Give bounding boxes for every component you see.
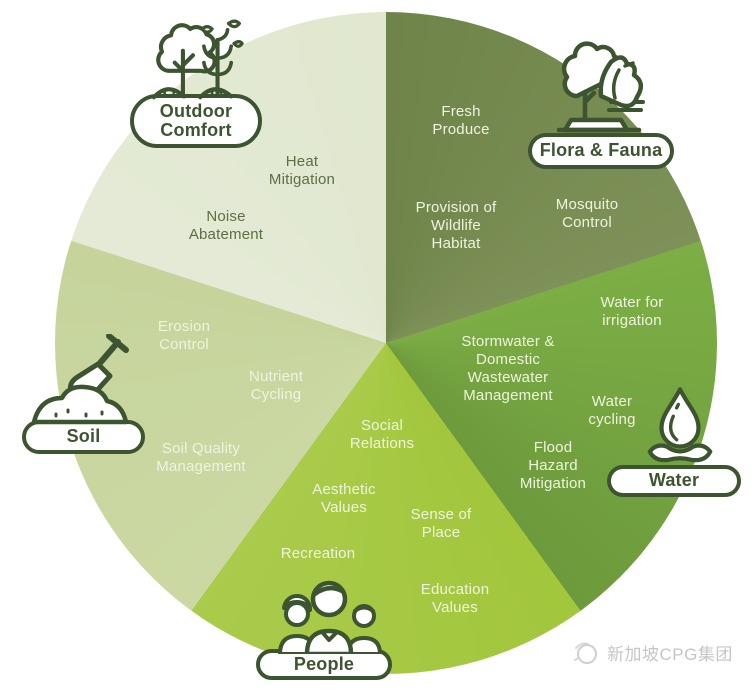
label-mosquito-control: Mosquito Control: [555, 196, 619, 231]
cpg-logo-icon: [572, 638, 600, 666]
label-heat-mitigation: Heat Mitigation: [268, 153, 336, 188]
people-group-icon: [272, 578, 387, 654]
label-water-cycling: Water cycling: [588, 393, 636, 428]
tree-bird-icon: [549, 36, 649, 138]
watermark-text: 新加坡CPG集团: [607, 644, 733, 664]
tree-plants-icon: [150, 18, 245, 100]
label-stormwater-wastewater-management: Stormwater & Domestic Wastewater Managem…: [461, 333, 555, 404]
water-droplet-icon: [638, 386, 722, 470]
label-soil-quality-management: Soil Quality Management: [156, 440, 246, 475]
badge-flora-fauna: Flora & Fauna: [528, 133, 674, 169]
label-social-relations: Social Relations: [349, 417, 415, 452]
label-nutrient-cycling: Nutrient Cycling: [248, 368, 304, 403]
label-water-for-irrigation: Water for irrigation: [600, 294, 664, 329]
label-provision-wildlife-habitat: Provision of Wildlife Habitat: [415, 199, 497, 252]
label-sense-of-place: Sense of Place: [410, 506, 472, 541]
badge-flora-fauna-label: Flora & Fauna: [539, 140, 663, 161]
label-aesthetic-values: Aesthetic Values: [312, 481, 376, 516]
badge-soil-label: Soil: [66, 426, 101, 447]
label-recreation: Recreation: [280, 545, 356, 562]
shovel-soil-icon: [30, 334, 140, 426]
label-flood-hazard-mitigation: Flood Hazard Mitigation: [519, 439, 587, 492]
label-erosion-control: Erosion Control: [157, 318, 211, 353]
badge-water: Water: [607, 465, 741, 497]
badge-people-label: People: [293, 653, 355, 674]
label-education-values: Education Values: [420, 581, 490, 616]
badge-outdoor-comfort-label: Outdoor Comfort: [159, 100, 233, 140]
label-noise-abatement: Noise Abatement: [188, 208, 264, 243]
badge-water-label: Water: [648, 470, 700, 491]
label-fresh-produce: Fresh Produce: [432, 103, 490, 138]
watermark: 新加坡CPG集团: [572, 638, 733, 666]
badge-outdoor-comfort: Outdoor Comfort: [130, 94, 262, 148]
